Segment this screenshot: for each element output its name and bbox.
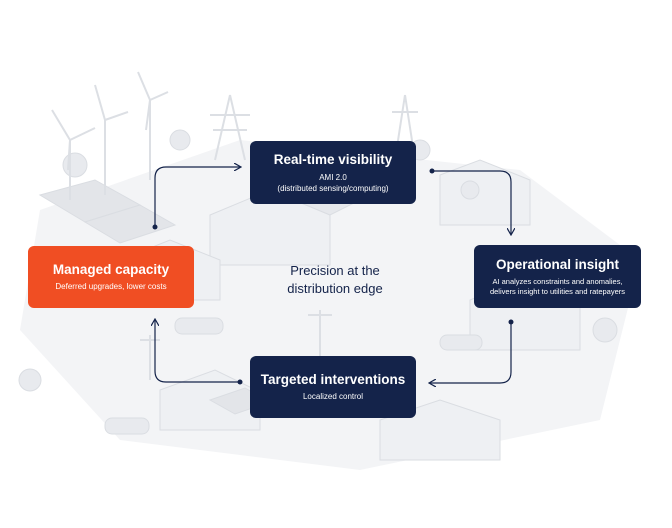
node-title: Operational insight bbox=[495, 256, 619, 272]
center-caption-line: distribution edge bbox=[287, 281, 383, 296]
node-operational-insight: Operational insight AI analyzes constrai… bbox=[474, 245, 641, 308]
node-title: Targeted interventions bbox=[260, 372, 406, 388]
node-subtitle: AI analyzes constraints and anomalies, bbox=[492, 276, 623, 286]
node-subtitle: Localized control bbox=[302, 392, 364, 402]
connector-dot bbox=[429, 168, 435, 174]
node-subtitle: AMI 2.0 bbox=[319, 173, 347, 182]
node-subtitle: delivers insight to utilities and ratepa… bbox=[489, 287, 626, 296]
center-caption: Precision at the distribution edge bbox=[270, 262, 400, 298]
connector-dot bbox=[152, 224, 158, 230]
node-title: Managed capacity bbox=[52, 262, 170, 278]
connector-interventions-to-capacity bbox=[155, 320, 240, 383]
node-subtitle: Deferred upgrades, lower costs bbox=[55, 282, 167, 292]
node-subtitle: (distributed sensing/computing) bbox=[277, 183, 389, 193]
node-real-time-visibility: Real-time visibility AMI 2.0 (distribute… bbox=[250, 141, 416, 204]
connector-dot bbox=[508, 319, 514, 325]
connector-dot bbox=[237, 379, 243, 385]
node-title: Real-time visibility bbox=[273, 152, 393, 167]
connector-capacity-to-visibility bbox=[154, 167, 240, 227]
node-targeted-interventions: Targeted interventions Localized control bbox=[250, 356, 416, 418]
node-managed-capacity: Managed capacity Deferred upgrades, lowe… bbox=[28, 246, 194, 308]
connector-insight-to-interventions bbox=[430, 322, 512, 383]
center-caption-line: Precision at the bbox=[290, 263, 380, 278]
connector-visibility-to-insight bbox=[432, 170, 511, 234]
